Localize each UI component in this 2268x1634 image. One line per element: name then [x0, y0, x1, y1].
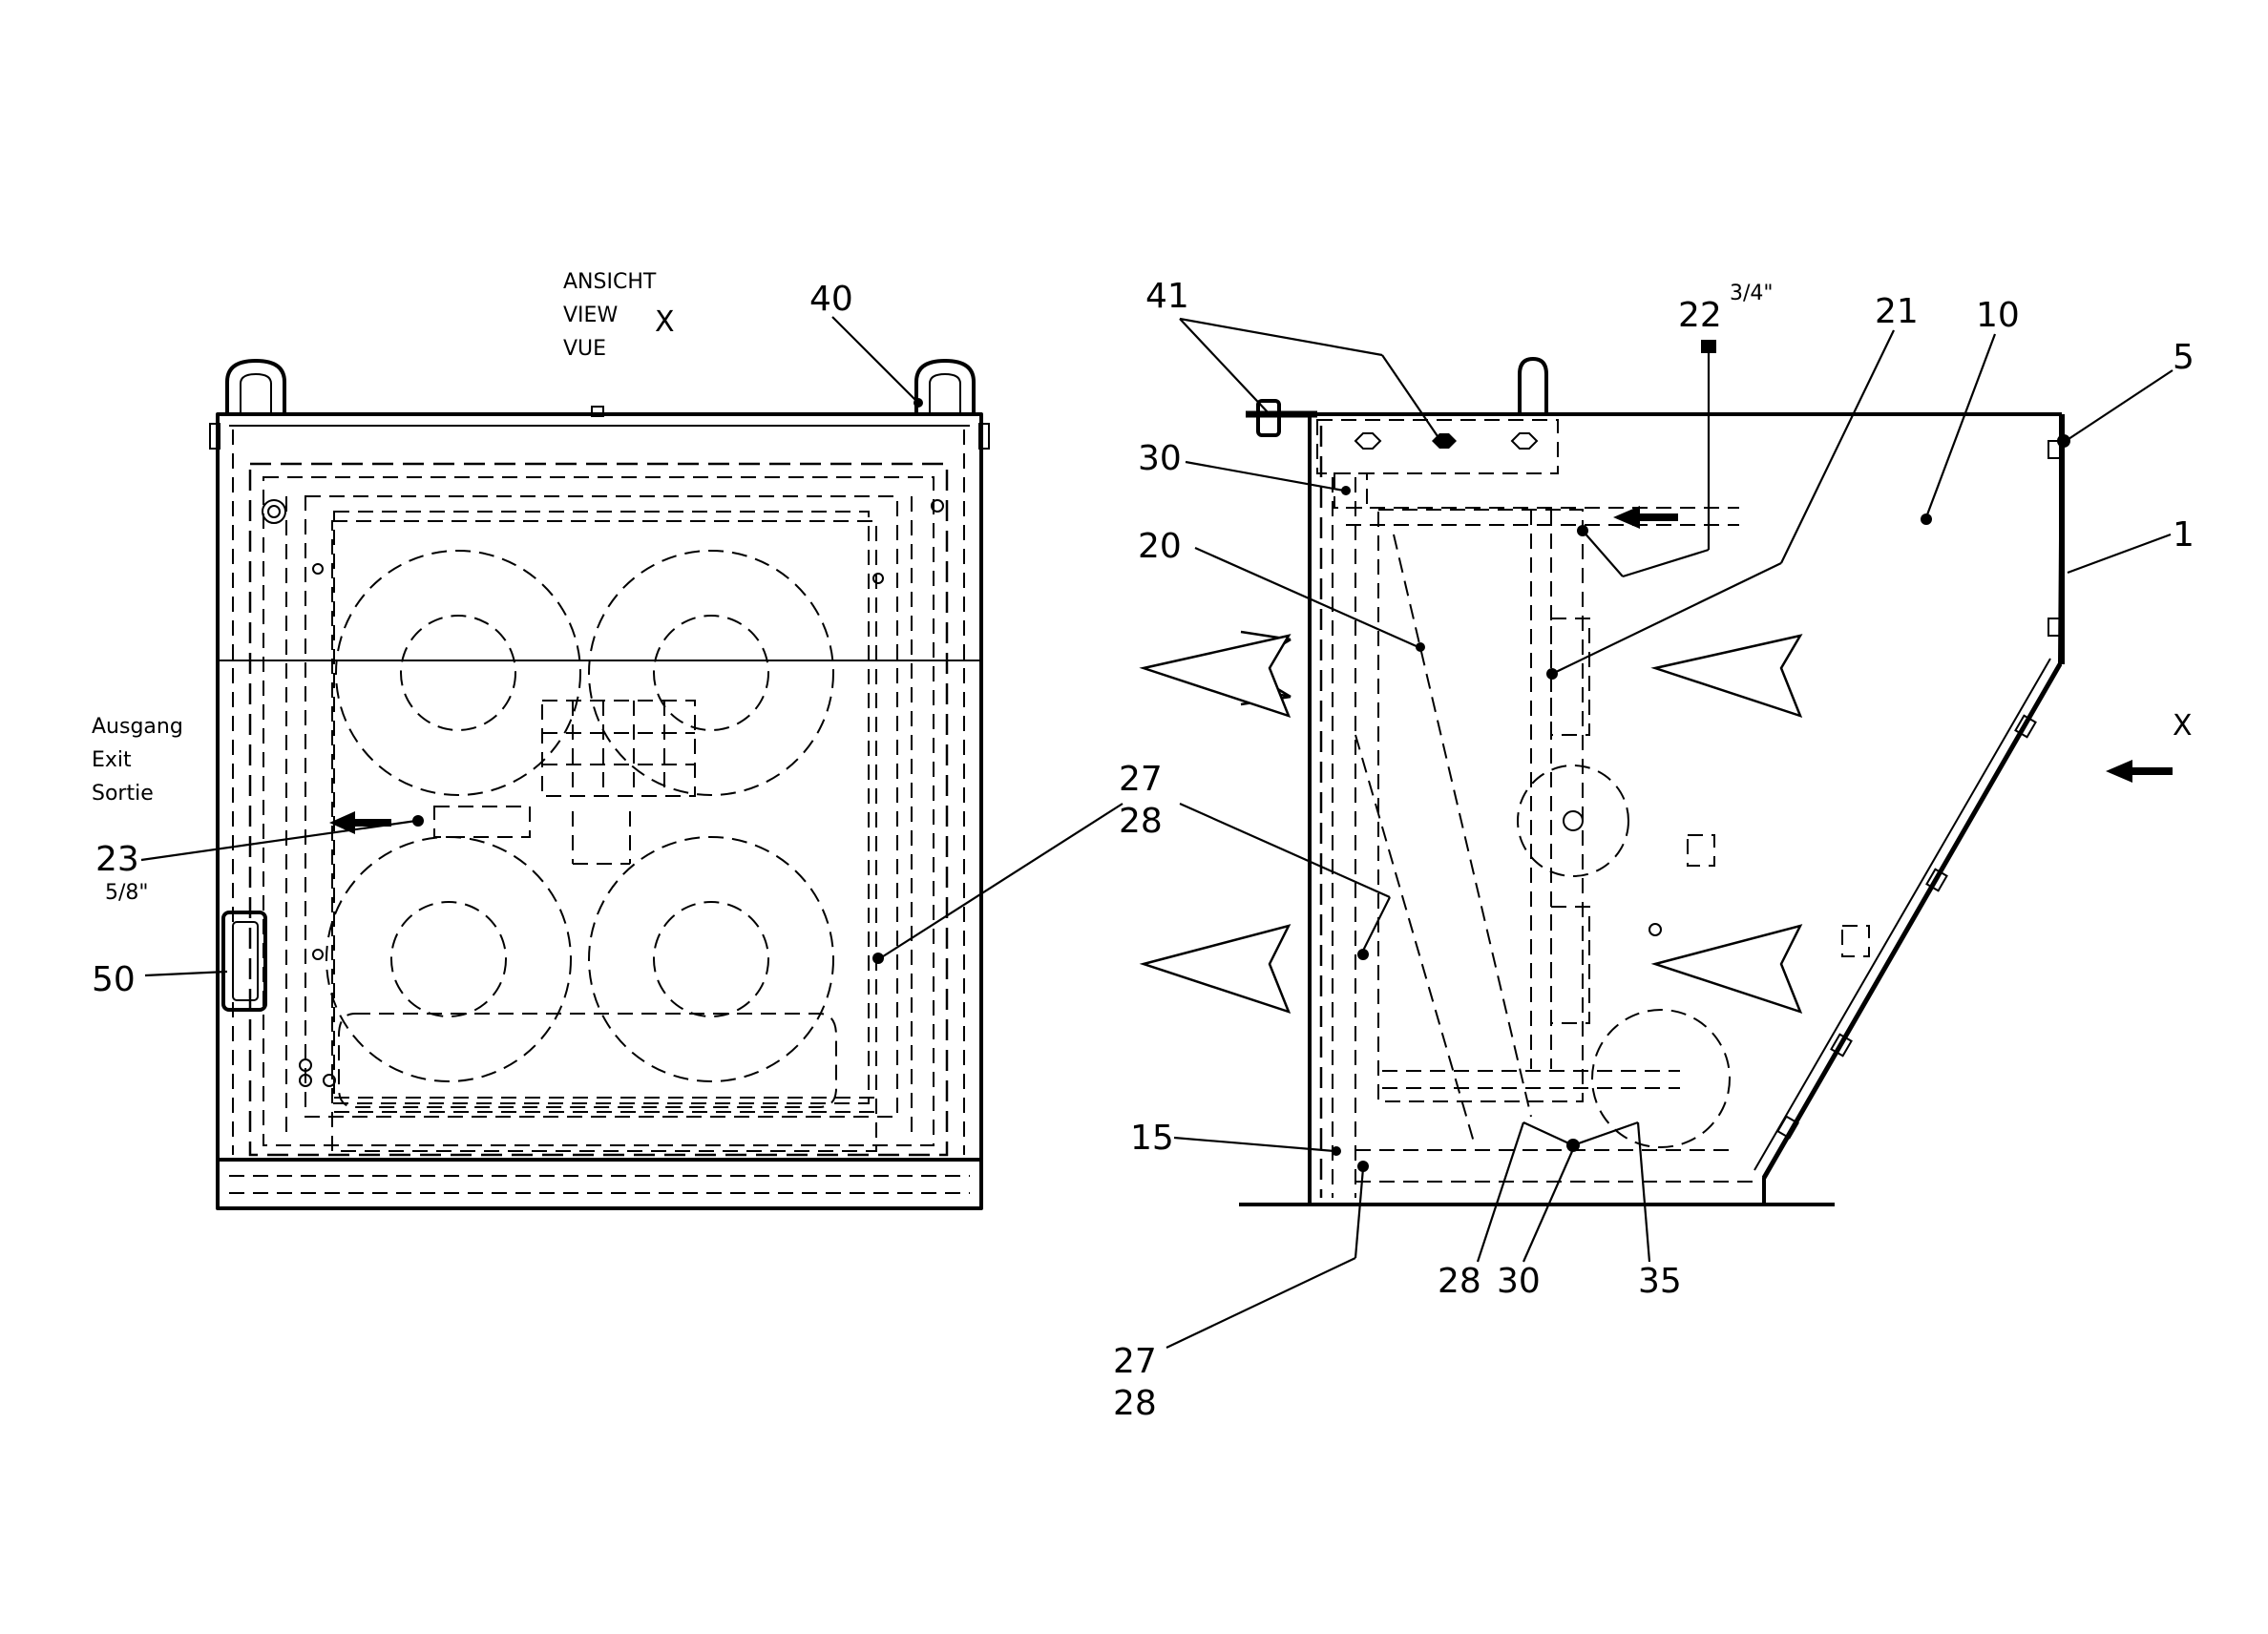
svg-text:50: 50: [92, 960, 136, 999]
svg-text:28: 28: [1119, 802, 1163, 841]
svg-text:1: 1: [2173, 515, 2194, 555]
side-view-marker: X: [2173, 709, 2193, 743]
front-view-x: [209, 359, 990, 1210]
callout-20: 20: [1138, 527, 1425, 652]
svg-text:28: 28: [1113, 1384, 1157, 1423]
callout-28-30-35: 28 30 35: [1438, 1121, 1682, 1301]
view-direction-arrow-icon: [2106, 760, 2173, 783]
airflow-arrow-icon: [1139, 924, 1292, 1015]
svg-text:23: 23: [95, 840, 139, 879]
svg-text:VIEW: VIEW: [563, 304, 618, 327]
svg-text:28: 28: [1438, 1262, 1481, 1301]
callout-30-top: 30: [1138, 439, 1351, 495]
svg-text:35: 35: [1638, 1262, 1682, 1301]
svg-text:30: 30: [1138, 439, 1182, 478]
callout-23: 23 5/8": [95, 815, 424, 905]
svg-text:ANSICHT: ANSICHT: [563, 270, 657, 294]
svg-text:41: 41: [1145, 277, 1189, 316]
svg-text:22: 22: [1678, 296, 1722, 335]
callout-10: 10: [1921, 296, 2020, 525]
svg-text:X: X: [655, 305, 675, 339]
callout-40: 40: [809, 280, 923, 408]
terminal-grid: [541, 700, 696, 797]
view-label: ANSICHT VIEW VUE X: [563, 270, 675, 361]
callout-15: 15: [1130, 1119, 1341, 1158]
svg-text:5: 5: [2173, 338, 2194, 377]
svg-text:3/4": 3/4": [1730, 282, 1774, 305]
callout-27-28-side: [1357, 896, 1391, 960]
callout-21: 21: [1546, 292, 1919, 680]
callout-22: 22 3/4": [1577, 282, 1774, 578]
airflow-arrow-icon: [1650, 924, 1803, 1015]
svg-text:27: 27: [1119, 760, 1163, 799]
svg-text:30: 30: [1497, 1262, 1541, 1301]
flow-arrow-icon: [1613, 506, 1678, 529]
lifting-eye-left: [225, 359, 286, 414]
svg-text:Exit: Exit: [92, 748, 132, 772]
svg-text:40: 40: [809, 280, 853, 319]
svg-text:Ausgang: Ausgang: [92, 715, 183, 739]
housing-outline: [216, 412, 983, 1210]
side-view: [1139, 357, 2173, 1206]
callout-50: 50: [92, 960, 228, 999]
exit-label: Ausgang Exit Sortie: [92, 715, 183, 806]
svg-text:VUE: VUE: [563, 337, 606, 361]
svg-text:21: 21: [1875, 292, 1919, 331]
callout-27-28-right: 27 28: [872, 760, 1391, 964]
callout-1: 1: [2067, 515, 2194, 575]
svg-text:27: 27: [1113, 1342, 1157, 1381]
handle: [221, 911, 267, 1012]
airflow-arrow-icon: [1650, 634, 1803, 719]
svg-text:15: 15: [1130, 1119, 1174, 1158]
svg-text:Sortie: Sortie: [92, 782, 154, 806]
svg-text:20: 20: [1138, 527, 1182, 566]
svg-text:5/8": 5/8": [105, 881, 149, 905]
callout-27-28-low: 27 28: [1113, 1161, 1369, 1423]
svg-text:10: 10: [1976, 296, 2020, 335]
lifting-eye-right: [914, 359, 976, 414]
housing-side-outline: [1308, 413, 2064, 1206]
callout-5: 5: [2057, 338, 2194, 448]
callout-41: 41: [1145, 277, 1440, 440]
flow-arrow-icon: [329, 811, 391, 834]
